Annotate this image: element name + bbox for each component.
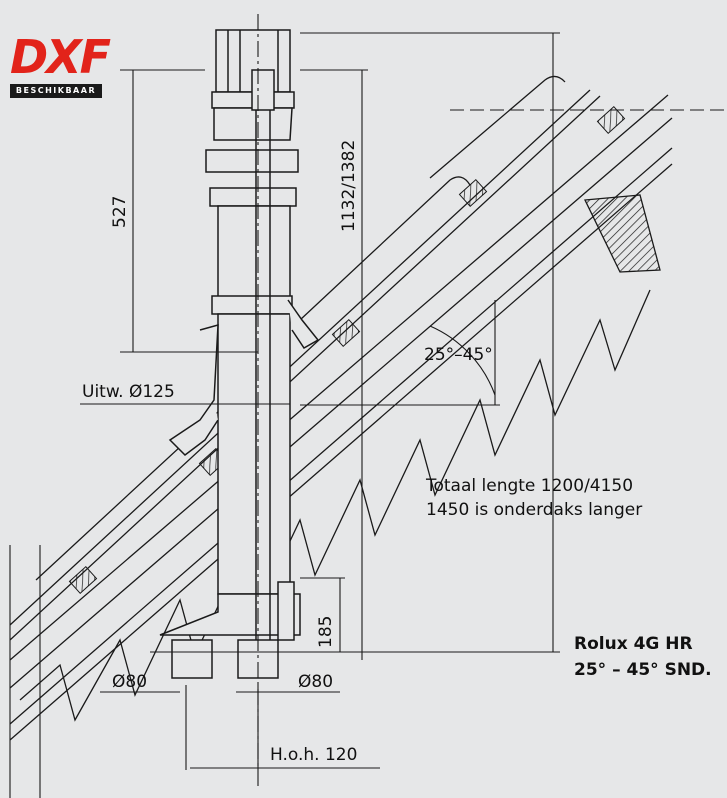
dim-total-length-1: Totaal lengte 1200/4150 (426, 476, 634, 496)
product-name: Rolux 4G HR (574, 634, 693, 654)
dxf-logo: DXF BESCHIKBAAR (10, 30, 111, 100)
dim-height-upper: 527 (110, 195, 130, 228)
dim-pipe-right: Ø80 (298, 672, 334, 692)
dim-height-total: 1132/1382 (339, 139, 359, 232)
dim-total-length-2: 1450 is onderdaks langer (426, 500, 643, 520)
dimension-lines (9, 14, 560, 798)
dim-pipe-left: Ø80 (112, 672, 148, 692)
dim-center-distance: H.o.h. 120 (270, 745, 358, 765)
dim-outlet-diameter: Uitw. Ø125 (82, 382, 175, 402)
logo-tagline: BESCHIKBAAR (10, 84, 102, 98)
roof-terminal (159, 29, 320, 679)
dim-height-lower: 185 (316, 615, 336, 648)
roof-structure (9, 89, 673, 741)
dim-roof-angle: 25°–45° (424, 345, 493, 365)
product-spec: 25° – 45° SND. (574, 660, 712, 680)
logo-brand: DXF (10, 30, 111, 84)
rafter (450, 109, 727, 273)
